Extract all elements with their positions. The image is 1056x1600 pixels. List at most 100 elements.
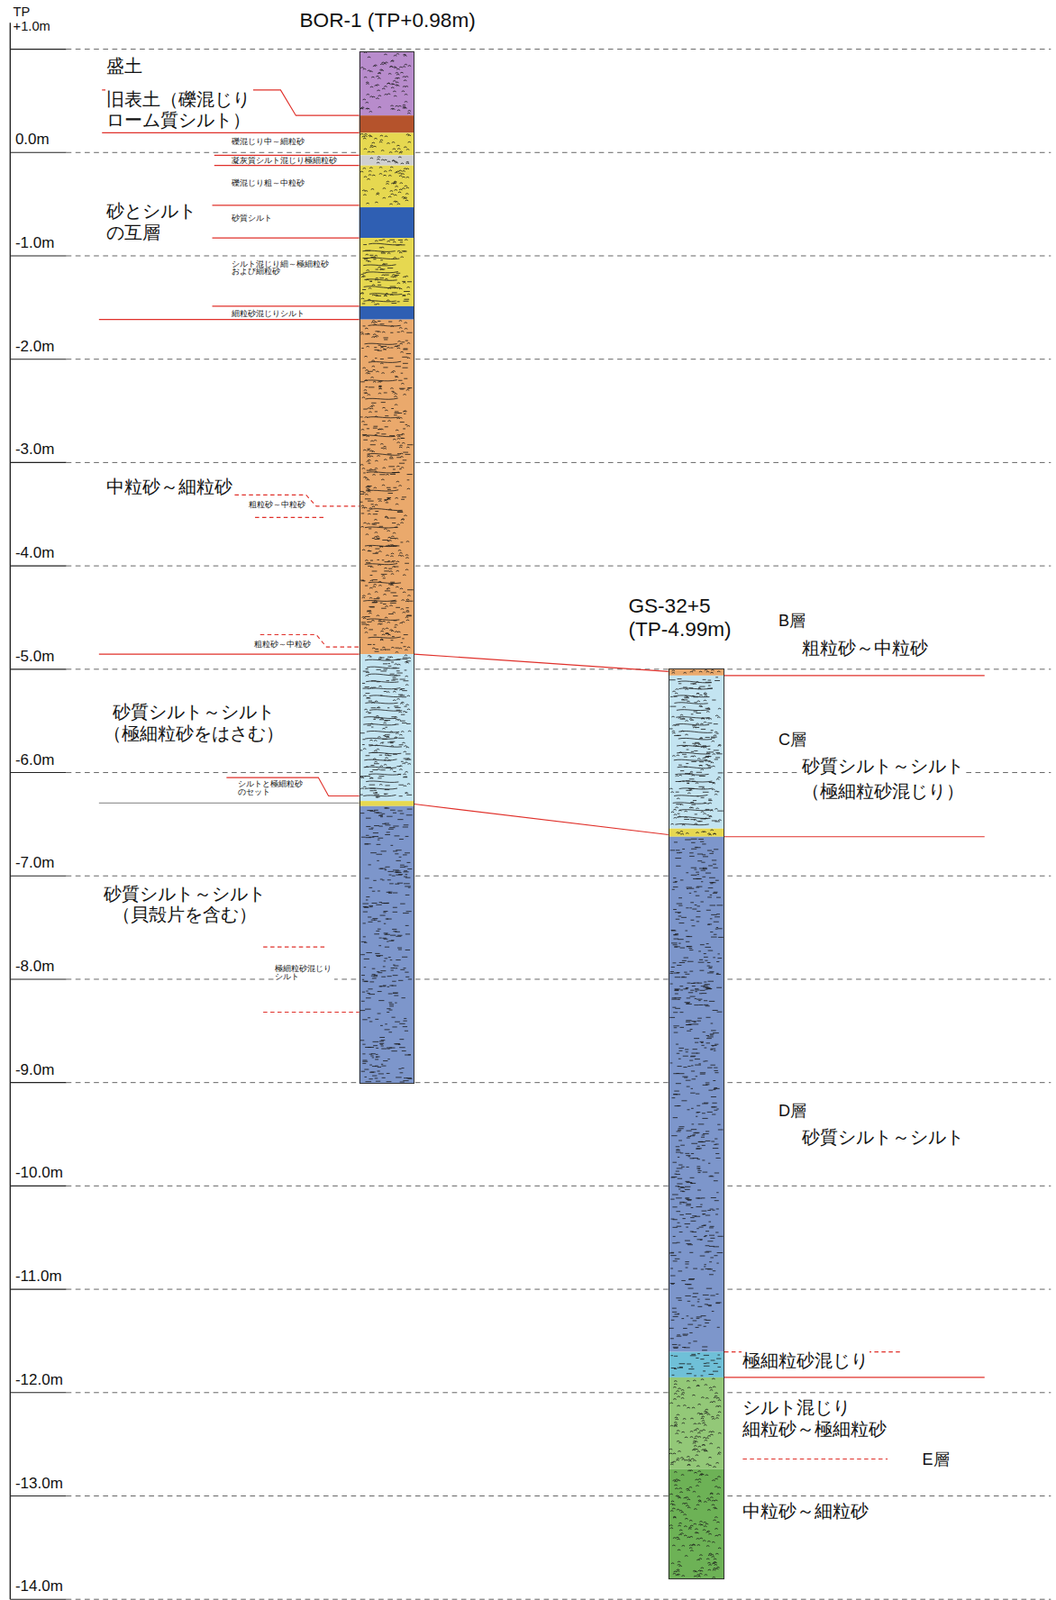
layer-label: 中粒砂～細粒砂 (741, 1501, 870, 1522)
layer-label: -1.0m (14, 234, 55, 253)
boundary-line (263, 1011, 359, 1013)
layer-texture (360, 239, 412, 305)
layer-label: -11.0m (14, 1267, 64, 1286)
boundary-line (101, 132, 359, 134)
layer-texture (669, 1378, 722, 1468)
depth-tick (9, 1599, 66, 1600)
layer-label: 礫混じり粗～中粒砂 (230, 179, 306, 188)
boundary-line (226, 777, 359, 796)
boundary-line (263, 946, 327, 947)
soil-layer (668, 1469, 725, 1580)
boundary-line (724, 836, 985, 838)
depth-tick (9, 462, 66, 464)
depth-tick (9, 1392, 66, 1393)
layer-label: 細粒砂混じりシルト (230, 309, 306, 319)
borehole-heading: GS-32+5 (TP-4.99m) (628, 594, 734, 642)
borehole-column (359, 51, 415, 1084)
layer-label: 砂質シルト (230, 214, 274, 223)
depth-tick (9, 978, 66, 980)
layer-label: -9.0m (14, 1061, 55, 1080)
depth-gridline (66, 565, 1052, 567)
boundary-line (99, 654, 360, 656)
depth-gridline (66, 875, 1052, 877)
layer-label: -4.0m (14, 544, 55, 563)
boundary-line (214, 164, 360, 166)
soil-layer (359, 115, 415, 133)
layer-label: -2.0m (14, 337, 55, 356)
layer-label: -14.0m (14, 1577, 64, 1596)
layer-label: 礫混じり中～細粒砂 (230, 137, 306, 146)
layer-label: 粗粒砂～中粒砂 (247, 500, 307, 510)
boundary-line (214, 154, 360, 156)
boundary-line (254, 517, 327, 519)
depth-gridline (66, 1495, 1052, 1497)
layer-texture (669, 838, 724, 1351)
boundary-line (724, 674, 985, 676)
borehole-heading: BOR-1 (TP+0.98m) (300, 9, 476, 33)
boundary-line (99, 802, 360, 804)
layer-texture (669, 1470, 721, 1579)
depth-grid (9, 22, 1051, 1600)
boundary-line (212, 236, 360, 238)
soil-layer (359, 237, 415, 307)
layer-label: -12.0m (14, 1371, 64, 1390)
layer-texture (669, 677, 724, 826)
depth-tick (9, 565, 66, 567)
soil-layer (359, 654, 415, 802)
layer-label: 凝灰質シルト混じり極細粒砂 (230, 156, 338, 165)
layer-texture (360, 320, 414, 654)
layer-label: -3.0m (14, 440, 55, 459)
layer-texture (672, 669, 721, 674)
soil-layer (668, 1377, 725, 1470)
layer-texture (370, 156, 410, 164)
layer-label: 砂質シルト～シルト （極細粒砂をはさむ） (101, 701, 286, 745)
soil-layer (668, 668, 725, 676)
depth-tick (9, 254, 66, 256)
depth-gridline (66, 1185, 1052, 1187)
depth-gridline (66, 254, 1052, 256)
depth-gridline (66, 978, 1052, 980)
layer-label: TP +1.0m (12, 4, 55, 34)
borehole-column (668, 668, 725, 1580)
layer-texture (360, 166, 410, 205)
layer-label: 旧表土（礫混じり ローム質シルト） (105, 89, 254, 132)
layer-label: シルト混じり 細粒砂～極細粒砂 (741, 1397, 890, 1440)
layer-label: -6.0m (14, 751, 55, 770)
soil-layer (359, 207, 415, 238)
borehole-column: GS-32+5 (TP-4.99m) (668, 668, 725, 1580)
depth-tick (9, 48, 66, 50)
layer-label: -13.0m (14, 1474, 64, 1493)
depth-tick (9, 875, 66, 877)
depth-tick (9, 1289, 66, 1291)
depth-gridline (66, 152, 1052, 154)
depth-gridline (66, 48, 1052, 50)
soil-layer (359, 165, 415, 208)
layer-label: 砂質シルト～シルト (801, 1127, 965, 1148)
layer-label: 中粒砂～細粒砂 (105, 476, 234, 498)
layer-label: 粗粒砂～中粒砂 (253, 640, 312, 649)
boundary-line (724, 1376, 985, 1378)
layer-label: 極細粒砂混じり シルト (273, 964, 335, 981)
depth-gridline (66, 1082, 1052, 1084)
layer-label: E層 (921, 1450, 951, 1470)
depth-gridline (66, 462, 1052, 464)
soil-layer (359, 132, 415, 155)
depth-gridline (66, 358, 1052, 360)
layer-label: 盛土 (105, 55, 144, 77)
layer-texture (671, 1354, 722, 1376)
layer-label: B層 (777, 611, 807, 631)
layer-label: 0.0m (14, 130, 51, 149)
boundary-line (414, 654, 669, 672)
depth-tick (9, 668, 66, 670)
soil-layer (359, 801, 415, 807)
depth-gridline (66, 668, 1052, 670)
depth-tick (9, 772, 66, 774)
soil-layer (359, 306, 415, 320)
layer-label: シルトと極細粒砂 のセット (236, 780, 306, 796)
layer-label: 砂質シルト～シルト （貝殻片を含む） (101, 883, 268, 927)
layer-texture (675, 829, 716, 836)
layer-label: シルト混じり細～極細粒砂 および細粒砂 (230, 260, 332, 276)
soil-layer (668, 828, 725, 838)
soil-layer (359, 51, 415, 116)
depth-tick (9, 358, 66, 360)
